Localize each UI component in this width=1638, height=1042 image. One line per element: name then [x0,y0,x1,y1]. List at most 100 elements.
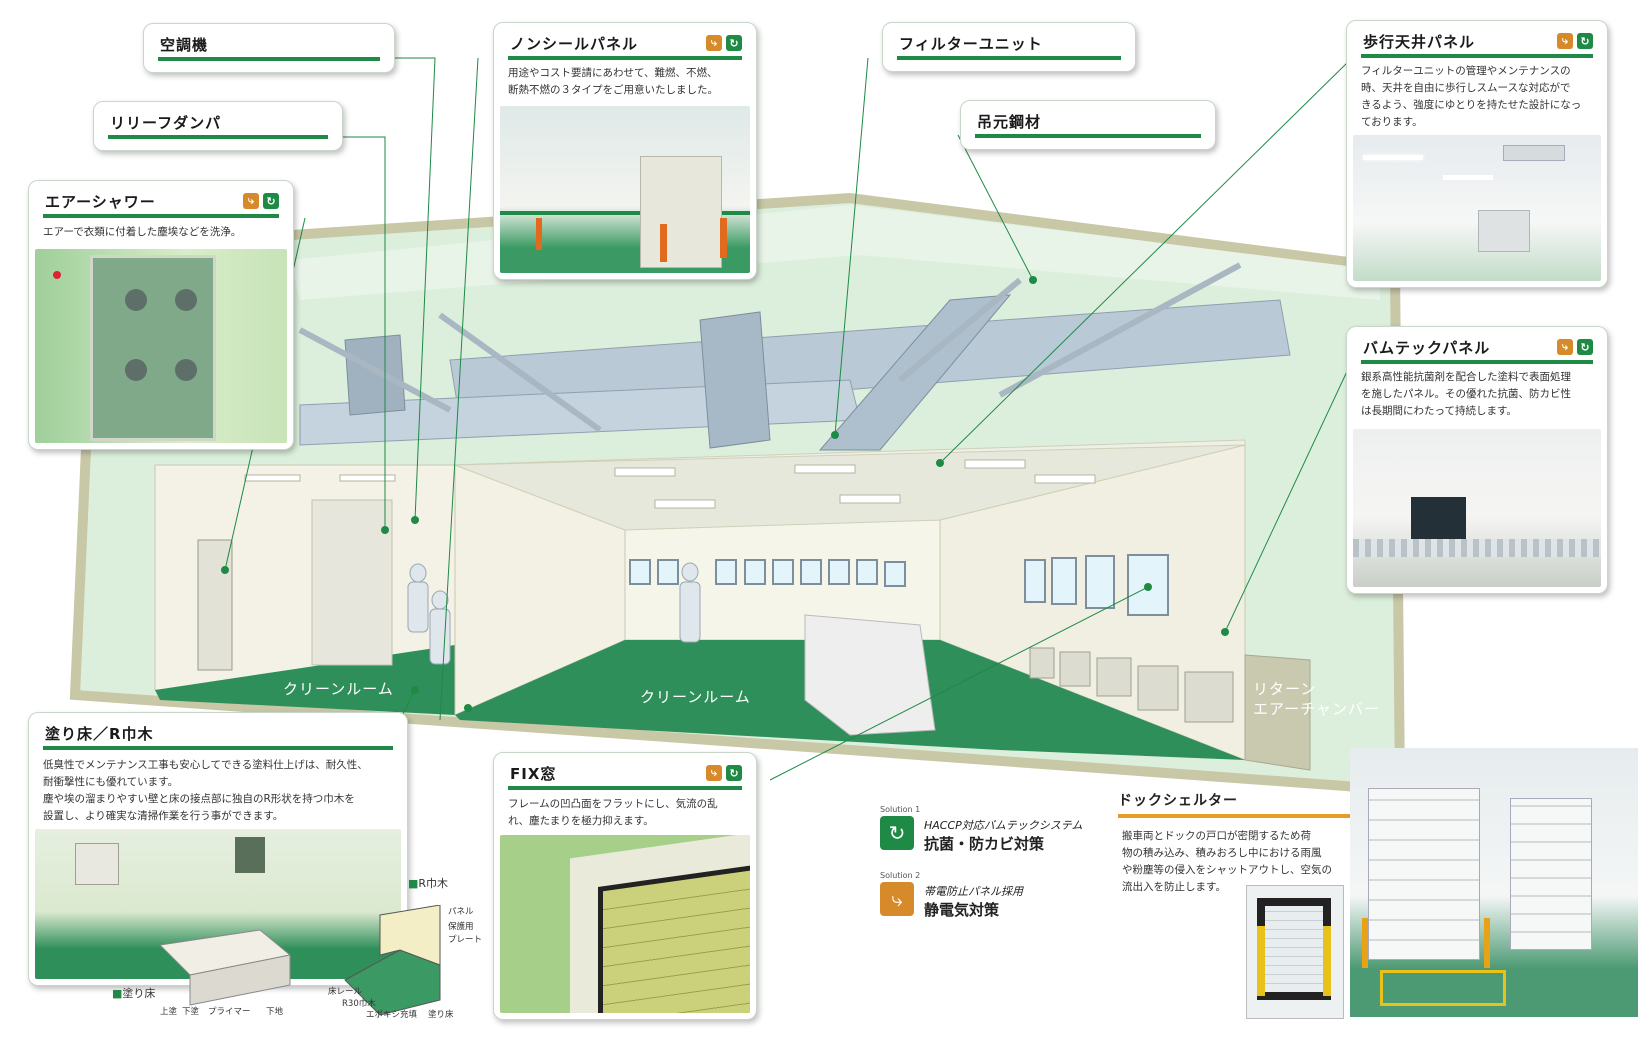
floor-layer-side [189,954,291,1006]
label-epoxy: エポキシ充填 [366,1010,418,1020]
antibacterial-icon: ⤷ [1557,33,1573,49]
antistatic-icon: ↻ [726,765,742,781]
callout-air-conditioner: 空調機 [143,23,395,73]
dock-bumper-right [1323,926,1331,996]
feature-icons: ⤷ ↻ [706,35,742,51]
callout-filter-unit: フィルターユニット [882,22,1136,72]
callout-desc-4: 設置し、より確実な清掃作業を行う事ができます。 [43,810,284,822]
callout-desc: エアーで衣類に付着した塵埃などを洗浄。 [43,226,242,238]
antibacterial-solution-icon: ↻ [880,816,914,850]
nozzle-2 [175,289,197,311]
floor-layer-diagram [158,905,441,1016]
worker-figures [407,562,701,665]
antistatic-icon: ↻ [263,193,279,209]
callout-desc-3: 塵や埃の溜まりやすい壁と床の接点部に独自のR形状を持つ巾木を [43,793,355,805]
callout-desc-3: きるよう、強度にゆとりを持たせた設計になっ [1361,99,1582,111]
fix-window-photo [500,835,750,1013]
coated-floor-text: 塗り床 [122,987,156,1000]
filter-box [1478,210,1530,252]
r-skirting-block [344,949,441,1016]
dock-desc-4: 流出入を防止します。 [1122,881,1226,893]
dock-shutter [1265,906,1323,992]
callout-title: フィルターユニット [899,35,1043,53]
dock-desc-2: 物の積み込み、積みおろし中における雨風 [1122,847,1322,859]
ceiling-light-2 [1443,175,1493,180]
solution-1-tag: Solution 1 [880,805,921,814]
air-shower-photo [35,249,287,443]
dock-bumper-left [1257,926,1265,996]
callout-desc-2: 断熱不燃の３タイプをご用意いたしました。 [508,84,718,96]
floor-marking [1380,970,1506,1006]
callout-non-seal-panel: ノンシールパネル ⤷ ↻ 用途やコスト要請にあわせて、難燃、不燃、 断熱不燃の３… [493,22,757,280]
title-underline [1361,54,1593,58]
title-underline [108,135,328,139]
back-wall-windows [629,559,906,587]
hanger-beam-4 [898,277,1022,383]
dock-shelter-title: ドックシェルター [1118,793,1238,809]
bollard-3 [720,218,727,258]
label-protect: 保護用 [448,922,474,932]
clean-room-label-left: クリーンルーム [283,680,394,698]
solution-2-sub: 帯電防止パネル採用 [924,885,1023,898]
label-r30: R30巾木 [342,999,376,1009]
loading-door-2 [1510,798,1592,950]
callout-desc-3: は長期間にわたって持続します。 [1361,405,1517,417]
callout-desc-1: フレームの凹凸面をフラットにし、気流の乱 [508,798,718,810]
indicator-light [53,271,61,279]
title-underline [897,56,1121,60]
callout-hanger-steel: 吊元鋼材 [960,100,1216,150]
hanger-beam-2 [298,327,452,413]
ceiling-vent [1503,145,1565,161]
label-panel: パネル [448,907,474,917]
layer-under-coat: 下塗 [182,1007,200,1017]
dock-post-1 [1362,918,1368,968]
callout-title: ノンシールパネル [510,35,639,53]
bamtec-panel-photo [1353,429,1601,587]
callout-title: エアーシャワー [45,193,156,211]
feature-icons: ⤷ ↻ [243,193,279,209]
callout-walkable-ceiling-panel: 歩行天井パネル ⤷ ↻ フィルターユニットの管理やメンテナンスの 時、天井を自由… [1346,20,1608,288]
antistatic-icon: ↻ [726,35,742,51]
hanger-beam-1 [438,312,602,433]
return-air-label-1: リターン [1253,680,1317,698]
antistatic-solution-icon: ⤷ [880,882,914,916]
solution-1-main: 抗菌・防カビ対策 [924,835,1045,853]
solution-1-sub: HACCP対応バムテックシステム [924,819,1083,832]
airshower-door [197,539,233,671]
title-underline [508,786,742,790]
nozzle-4 [175,359,197,381]
dock-shelter-desc: 搬車両とドックの戸口が密閉するため荷 物の積み込み、積みおろし中における雨風 や… [1122,828,1348,896]
bollard-1 [536,218,542,250]
return-air-chamber [1244,654,1311,771]
center-room-ceiling [454,444,1246,531]
work-table [804,614,936,736]
window-glass [598,863,750,1013]
callout-title: 歩行天井パネル [1363,33,1476,51]
leader-dots [221,276,1229,712]
legend-square-icon: ■ [408,877,419,890]
r-skirting-panel [379,905,441,966]
duct-diagonal [818,294,1012,451]
callout-desc-1: 低臭性でメンテナンス工事も安心してできる塗料仕上げは、耐久性、 [43,759,368,771]
callout-title: 吊元鋼材 [977,113,1042,131]
callout-title: バムテックパネル [1363,339,1491,357]
feature-icons: ⤷ ↻ [1557,339,1593,355]
solution-2-tag: Solution 2 [880,871,921,880]
duct-vertical [699,311,771,449]
callout-fix-window: FIX窓 ⤷ ↻ フレームの凹凸面をフラットにし、気流の乱 れ、塵たまりを極力抑… [493,752,757,1020]
callout-relief-damper: リリーフダンパ [93,101,343,151]
sliding-door [640,156,722,268]
callout-title: FIX窓 [510,765,557,783]
air-shower-door-frame [90,255,216,441]
feature-icons: ⤷ ↻ [1557,33,1593,49]
title-underline [43,746,393,750]
callout-desc-2: れ、塵たまりを極力抑えます。 [508,815,654,827]
dock-desc-1: 搬車両とドックの戸口が密閉するため荷 [1122,830,1311,842]
callout-air-shower: エアーシャワー ⤷ ↻ エアーで衣類に付着した塵埃などを洗浄。 [28,180,294,450]
nozzle-1 [125,289,147,311]
layer-primer: プライマー [208,1007,251,1017]
callout-desc-2: 時、天井を自由に歩行しスムースな対応がで [1361,82,1571,94]
title-underline [975,134,1201,138]
